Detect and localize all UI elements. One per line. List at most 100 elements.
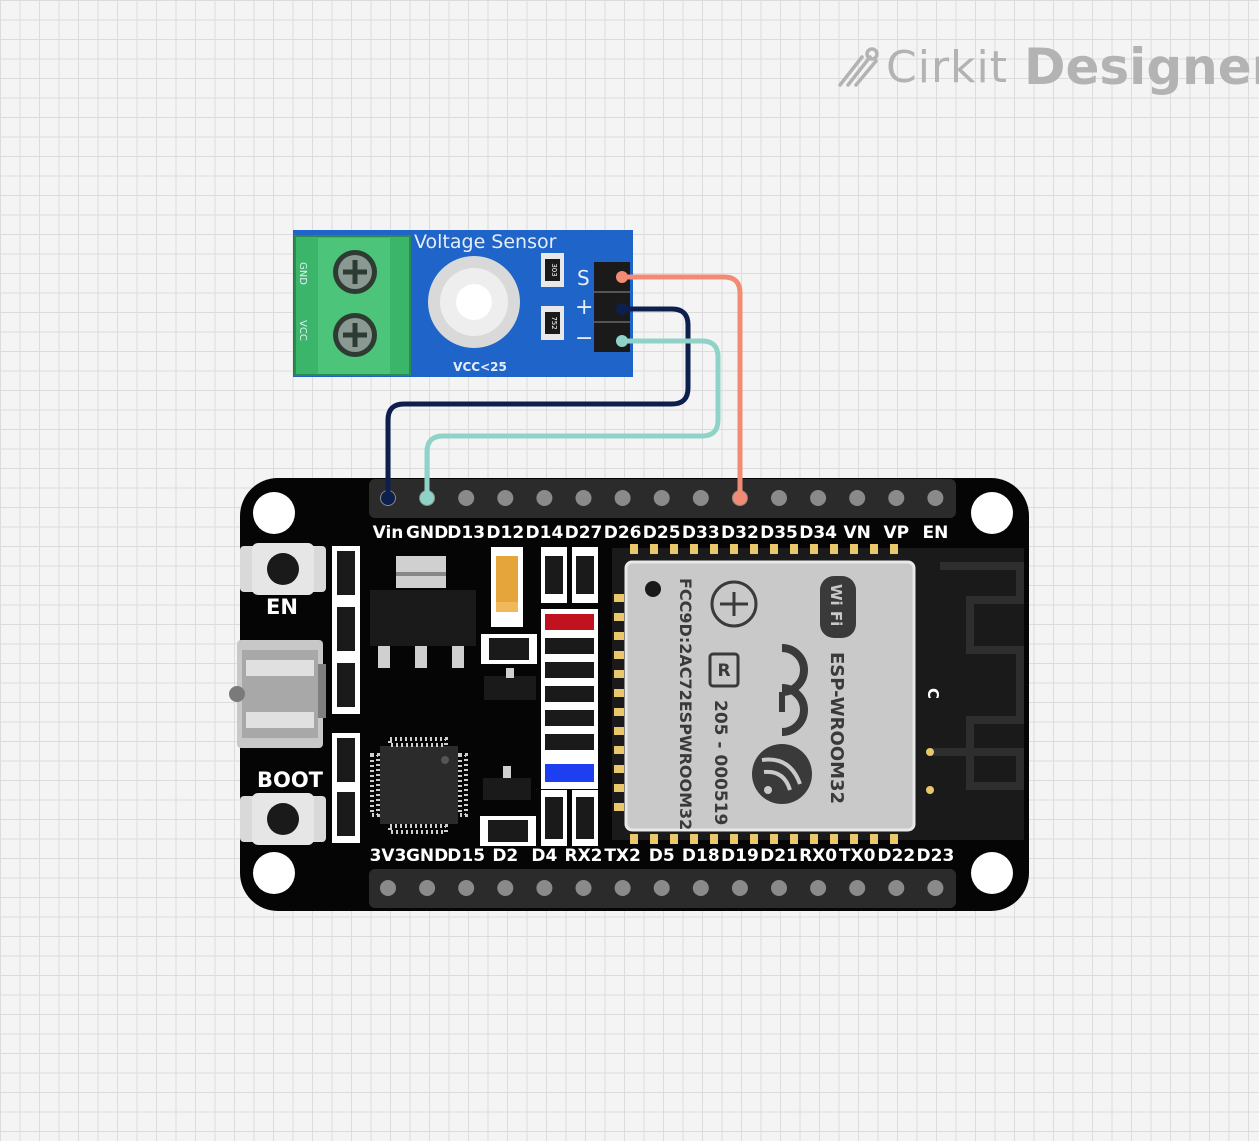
top-pin-label: VN bbox=[844, 523, 871, 543]
usb-uart-chip bbox=[370, 737, 468, 834]
bottom-pin-d22[interactable] bbox=[888, 880, 905, 896]
bottom-pin-rx2[interactable] bbox=[575, 880, 592, 896]
module-fcc-id: FCC9D:2AC72ESPWROOM32 bbox=[676, 578, 695, 830]
wire-endpoint bbox=[733, 491, 747, 505]
module-pad bbox=[810, 834, 818, 844]
r-mark-icon: R bbox=[708, 652, 740, 688]
board-mounting-hole bbox=[253, 492, 295, 534]
bottom-pin-d2[interactable] bbox=[497, 880, 514, 896]
top-pin-label: D26 bbox=[604, 523, 642, 543]
pin1-marker bbox=[645, 581, 661, 597]
top-pin-d35[interactable] bbox=[771, 490, 787, 506]
module-pad bbox=[850, 544, 858, 554]
module-pad bbox=[614, 708, 624, 716]
voltage-sensor-module[interactable]: GND VCC Voltage Sensor 303 752 S + − VCC… bbox=[293, 230, 633, 377]
bottom-pin-label: D23 bbox=[917, 846, 955, 866]
pin-minus-label: − bbox=[575, 326, 593, 351]
bottom-pin-tx0[interactable] bbox=[849, 880, 866, 896]
module-pad bbox=[830, 834, 838, 844]
terminal-screw bbox=[333, 313, 377, 357]
top-pin-label: D13 bbox=[447, 523, 485, 543]
module-pad bbox=[614, 651, 624, 659]
top-pin-vn[interactable] bbox=[849, 490, 866, 506]
resistor-smd: 303 bbox=[541, 253, 564, 287]
smd-component-group bbox=[481, 547, 598, 700]
module-pad bbox=[614, 670, 624, 678]
wire-plus-to-vin[interactable] bbox=[385, 306, 691, 501]
wire-endpoint bbox=[616, 303, 628, 315]
product-name: Designer bbox=[1024, 38, 1259, 96]
wire-s-to-d32[interactable] bbox=[619, 274, 743, 501]
top-pin-d27[interactable] bbox=[575, 490, 592, 506]
module-pad bbox=[614, 632, 624, 640]
module-pad bbox=[670, 834, 678, 844]
module-pad bbox=[750, 834, 758, 844]
bottom-pin-gnd[interactable] bbox=[419, 880, 436, 896]
module-c-mark: C bbox=[924, 688, 942, 699]
module-pad bbox=[690, 544, 698, 554]
bottom-pin-d5[interactable] bbox=[653, 880, 670, 896]
top-pin-d34[interactable] bbox=[810, 490, 827, 506]
top-pin-d13[interactable] bbox=[458, 490, 475, 506]
bottom-pin-d15[interactable] bbox=[458, 880, 475, 896]
top-pin-label: VP bbox=[883, 523, 909, 543]
module-pad bbox=[630, 834, 638, 844]
wifi-logo-icon: Wi Fi bbox=[820, 576, 856, 638]
module-pad bbox=[870, 834, 878, 844]
module-pad bbox=[614, 765, 624, 773]
boot-button-label: BOOT bbox=[257, 768, 324, 792]
espressif-logo-icon bbox=[752, 744, 812, 804]
module-pad bbox=[614, 613, 624, 621]
top-pin-d12[interactable] bbox=[497, 490, 514, 506]
led-resistor-stack bbox=[541, 609, 598, 789]
top-pin-row bbox=[380, 490, 944, 506]
en-button[interactable] bbox=[240, 543, 326, 595]
wire-minus-to-gnd[interactable] bbox=[424, 338, 721, 501]
top-pin-d26[interactable] bbox=[614, 490, 631, 506]
top-pin-d33[interactable] bbox=[692, 490, 709, 506]
module-pad bbox=[850, 834, 858, 844]
bottom-pin-label: RX2 bbox=[564, 846, 602, 866]
top-pin-label: GND bbox=[406, 523, 448, 543]
bottom-pin-d18[interactable] bbox=[692, 880, 709, 896]
top-pin-label: D33 bbox=[682, 523, 720, 543]
module-pad bbox=[710, 544, 718, 554]
top-pin-label: D32 bbox=[721, 523, 759, 543]
module-pads bbox=[614, 544, 898, 844]
module-pad bbox=[890, 544, 898, 554]
bottom-pin-tx2[interactable] bbox=[614, 880, 631, 896]
pin-s-label: S bbox=[577, 266, 590, 290]
wifi-logo-text: Wi Fi bbox=[827, 584, 845, 626]
bottom-pin-d19[interactable] bbox=[731, 880, 748, 896]
terminal-gnd-label: GND bbox=[297, 262, 308, 285]
top-pin-en[interactable] bbox=[927, 490, 944, 506]
micro-usb-connector[interactable] bbox=[229, 640, 326, 748]
top-pin-d14[interactable] bbox=[536, 490, 553, 506]
top-pin-label: Vin bbox=[373, 523, 404, 543]
bottom-pin-label: D22 bbox=[877, 846, 915, 866]
boot-button[interactable] bbox=[240, 793, 326, 845]
module-pad bbox=[750, 544, 758, 554]
bottom-pin-label: D18 bbox=[682, 846, 720, 866]
bottom-pin-d4[interactable] bbox=[536, 880, 553, 896]
top-pin-vp[interactable] bbox=[888, 490, 905, 506]
module-pad bbox=[730, 544, 738, 554]
module-cert: 205 - 000519 bbox=[710, 700, 730, 825]
pcb-antenna bbox=[930, 562, 1024, 790]
bottom-pin-d23[interactable] bbox=[927, 880, 944, 896]
module-pad bbox=[614, 594, 624, 602]
top-pin-label: EN bbox=[922, 523, 948, 543]
top-pin-d25[interactable] bbox=[653, 490, 670, 506]
bottom-pin-d21[interactable] bbox=[771, 880, 787, 896]
top-pin-label: D35 bbox=[760, 523, 798, 543]
tantalum-capacitor bbox=[491, 547, 523, 627]
pin-plus-label: + bbox=[575, 295, 593, 320]
bottom-pin-3v3[interactable] bbox=[380, 880, 396, 896]
top-pin-label: D12 bbox=[486, 523, 524, 543]
module-pad bbox=[614, 727, 624, 735]
bottom-pin-rx0[interactable] bbox=[810, 880, 827, 896]
